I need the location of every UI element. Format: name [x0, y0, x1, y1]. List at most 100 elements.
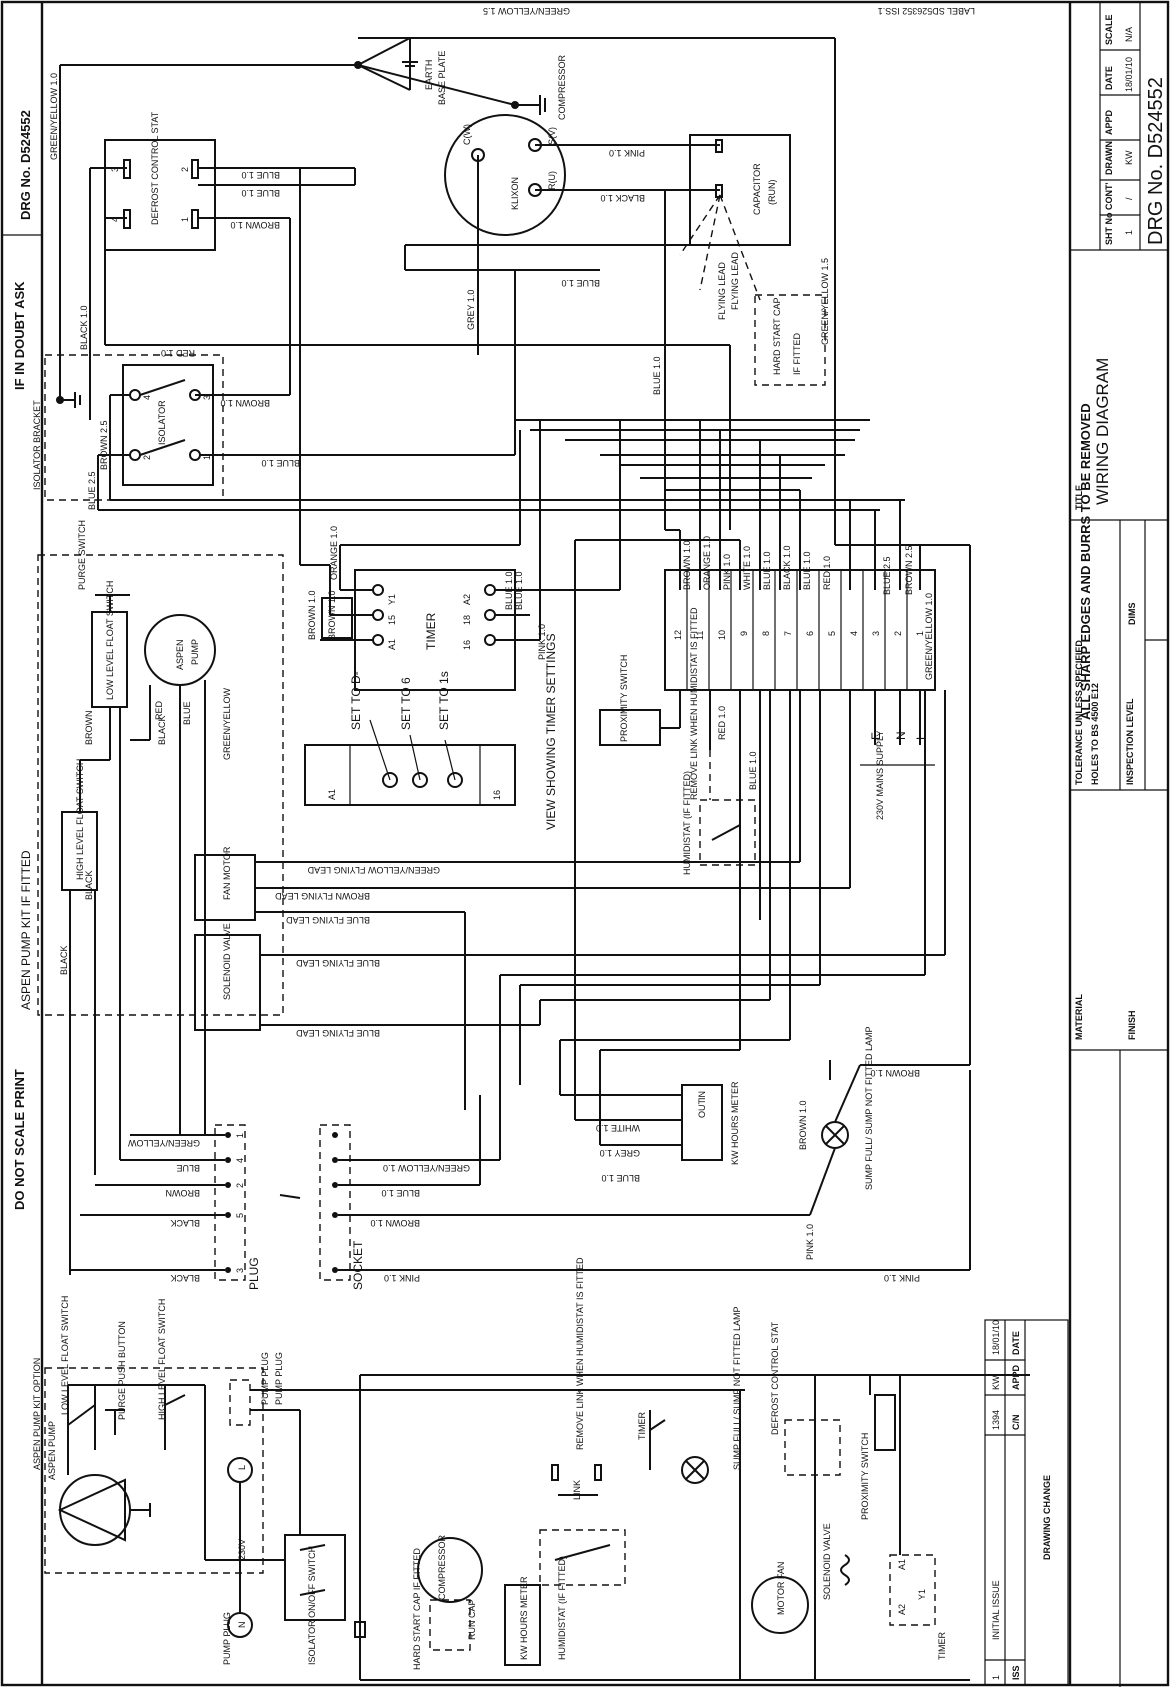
- svg-text:GREEN/YELLOW 1.0: GREEN/YELLOW 1.0: [49, 73, 59, 160]
- svg-text:BLUE 1.0: BLUE 1.0: [514, 571, 524, 610]
- svg-text:4: 4: [849, 631, 859, 636]
- svg-text:INITIAL ISSUE: INITIAL ISSUE: [991, 1580, 1001, 1640]
- svg-text:WHITE 1.0: WHITE 1.0: [742, 546, 752, 590]
- svg-text:BROWN 1.0: BROWN 1.0: [370, 1218, 420, 1228]
- svg-text:1: 1: [991, 1675, 1001, 1680]
- svg-text:Y1: Y1: [917, 1589, 927, 1600]
- svg-text:DATE: DATE: [1011, 1331, 1021, 1355]
- svg-text:DRAWN: DRAWN: [1104, 141, 1114, 175]
- svg-text:BROWN 1.0: BROWN 1.0: [220, 398, 270, 408]
- svg-text:/: /: [1124, 197, 1134, 200]
- svg-text:CAPACITOR: CAPACITOR: [752, 163, 762, 215]
- svg-text:1394: 1394: [991, 1410, 1001, 1430]
- svg-text:BLUE 1.0: BLUE 1.0: [504, 571, 514, 610]
- doubt-note: IF IN DOUBT ASK: [12, 281, 27, 390]
- svg-text:BLACK: BLACK: [157, 715, 167, 745]
- svg-text:DRAWING CHANGE: DRAWING CHANGE: [1042, 1475, 1052, 1560]
- schematic-aspen-kit: [44, 1367, 264, 1574]
- svg-text:2: 2: [142, 455, 152, 460]
- svg-text:12: 12: [673, 630, 683, 640]
- svg-text:1: 1: [1124, 230, 1134, 235]
- schematic-timer: [889, 1554, 936, 1626]
- burrs-note: ALL SHARP EDGES AND BURRS TO BE REMOVED: [1078, 403, 1093, 720]
- compressor: C(W) S(V) R(U) KLIXON: [444, 114, 566, 236]
- svg-text:DATE: DATE: [1104, 66, 1114, 90]
- svg-text:GREY 1.0: GREY 1.0: [466, 290, 476, 330]
- svg-text:BROWN 1.0: BROWN 1.0: [327, 590, 337, 640]
- svg-text:RUN CAP: RUN CAP: [467, 1599, 477, 1640]
- svg-text:10: 10: [717, 630, 727, 640]
- svg-text:KW HOURS METER: KW HOURS METER: [730, 1081, 740, 1165]
- svg-text:MATERIAL: MATERIAL: [1074, 994, 1084, 1040]
- svg-text:3: 3: [110, 167, 120, 172]
- defrost-control-stat: [104, 139, 216, 251]
- svg-text:3: 3: [871, 631, 881, 636]
- schematic-compressor: [417, 1537, 483, 1603]
- no-scale-note: DO NOT SCALE PRINT: [12, 1069, 27, 1210]
- svg-text:R(U): R(U): [547, 171, 557, 190]
- svg-text:SOCKET: SOCKET: [351, 1240, 365, 1290]
- svg-text:C/N: C/N: [1011, 1415, 1021, 1431]
- svg-text:VIEW SHOWING TIMER SETTINGS: VIEW SHOWING TIMER SETTINGS: [544, 634, 558, 830]
- svg-text:LINK: LINK: [572, 1480, 582, 1500]
- plug: [214, 1124, 246, 1281]
- svg-text:LOW LEVEL FLOAT SWITCH: LOW LEVEL FLOAT SWITCH: [60, 1296, 70, 1415]
- svg-text:BLACK 1.0: BLACK 1.0: [782, 545, 792, 590]
- svg-text:S(V): S(V): [547, 127, 557, 145]
- revision-block: 18/01/10 KW 1394 INITIAL ISSUE 1 DATE AP…: [984, 1319, 1069, 1686]
- drawing-title: WIRING DIAGRAM: [1093, 358, 1112, 505]
- svg-text:SET TO 1s: SET TO 1s: [437, 671, 451, 730]
- svg-text:GREEN/YELLOW: GREEN/YELLOW: [222, 687, 232, 760]
- svg-text:COMPRESSOR: COMPRESSOR: [437, 1534, 447, 1600]
- socket-pins: [332, 1132, 338, 1273]
- svg-text:SHT No: SHT No: [1104, 212, 1114, 245]
- svg-text:TIMER: TIMER: [637, 1412, 647, 1440]
- svg-text:BROWN 1.0: BROWN 1.0: [307, 590, 317, 640]
- svg-text:18/01/10: 18/01/10: [991, 1320, 1001, 1355]
- svg-text:BLUE 1.0: BLUE 1.0: [241, 170, 280, 180]
- schematic-lamp-icon: [681, 1456, 709, 1484]
- svg-text:230V MAINS SUPPLY: 230V MAINS SUPPLY: [875, 731, 885, 820]
- svg-text:BROWN: BROWN: [166, 1188, 201, 1198]
- svg-text:PINK 1.0: PINK 1.0: [537, 624, 547, 660]
- svg-text:FINISH: FINISH: [1127, 1010, 1137, 1040]
- svg-text:BROWN FLYING LEAD: BROWN FLYING LEAD: [275, 891, 370, 901]
- svg-text:TOLERANCE UNLESS SPECIFIED: TOLERANCE UNLESS SPECIFIED: [1074, 640, 1084, 785]
- isolator-bracket: [44, 354, 224, 501]
- aspen-pump-kit: [37, 554, 284, 1016]
- svg-text:HOLES TO BS 4500 E12: HOLES TO BS 4500 E12: [1090, 683, 1100, 785]
- svg-text:230V: 230V: [237, 1539, 247, 1560]
- svg-text:ISOLATOR BRACKET: ISOLATOR BRACKET: [32, 400, 42, 490]
- svg-text:BLACK: BLACK: [59, 945, 69, 975]
- svg-text:BLUE 1.0: BLUE 1.0: [601, 1173, 640, 1183]
- svg-text:PROXIMITY SWITCH: PROXIMITY SWITCH: [860, 1433, 870, 1520]
- svg-text:4: 4: [142, 395, 152, 400]
- svg-text:MOTOR FAN: MOTOR FAN: [776, 1562, 786, 1615]
- svg-text:2: 2: [235, 1183, 245, 1188]
- svg-text:PINK 1.0: PINK 1.0: [722, 554, 732, 590]
- svg-text:IF FITTED: IF FITTED: [792, 333, 802, 375]
- svg-text:Y1: Y1: [387, 594, 397, 605]
- svg-text:RED 1.0: RED 1.0: [717, 706, 727, 740]
- hard-start-cap: [754, 294, 826, 386]
- svg-text:BROWN 1.0: BROWN 1.0: [682, 540, 692, 590]
- svg-text:SUMP FULL/ SUMP NOT FITTED LAM: SUMP FULL/ SUMP NOT FITTED LAMP: [732, 1306, 742, 1470]
- svg-text:IN: IN: [697, 1091, 707, 1100]
- title-drg-no: DRG No. D524552: [1145, 77, 1167, 245]
- svg-text:ORANGE 1.0: ORANGE 1.0: [329, 526, 339, 580]
- svg-text:PROXIMITY SWITCH: PROXIMITY SWITCH: [619, 655, 629, 742]
- svg-text:COMPRESSOR: COMPRESSOR: [557, 54, 567, 120]
- svg-text:DEFROST CONTROL STAT: DEFROST CONTROL STAT: [150, 111, 160, 225]
- svg-text:3: 3: [235, 1268, 245, 1273]
- svg-text:TIMER: TIMER: [424, 612, 438, 650]
- svg-text:CONT': CONT': [1104, 182, 1114, 210]
- svg-text:APPD: APPD: [1104, 109, 1114, 135]
- svg-text:BLUE 1.0: BLUE 1.0: [762, 551, 772, 590]
- svg-text:18: 18: [462, 615, 472, 625]
- svg-text:KW: KW: [991, 1375, 1001, 1390]
- svg-text:ASPEN: ASPEN: [175, 639, 185, 670]
- svg-text:PINK 1.0: PINK 1.0: [609, 148, 645, 158]
- svg-text:BLUE FLYING LEAD: BLUE FLYING LEAD: [296, 1028, 380, 1038]
- svg-text:PUMP PLUG: PUMP PLUG: [222, 1612, 232, 1665]
- svg-text:GREEN/YELLOW 1.5: GREEN/YELLOW 1.5: [820, 258, 830, 345]
